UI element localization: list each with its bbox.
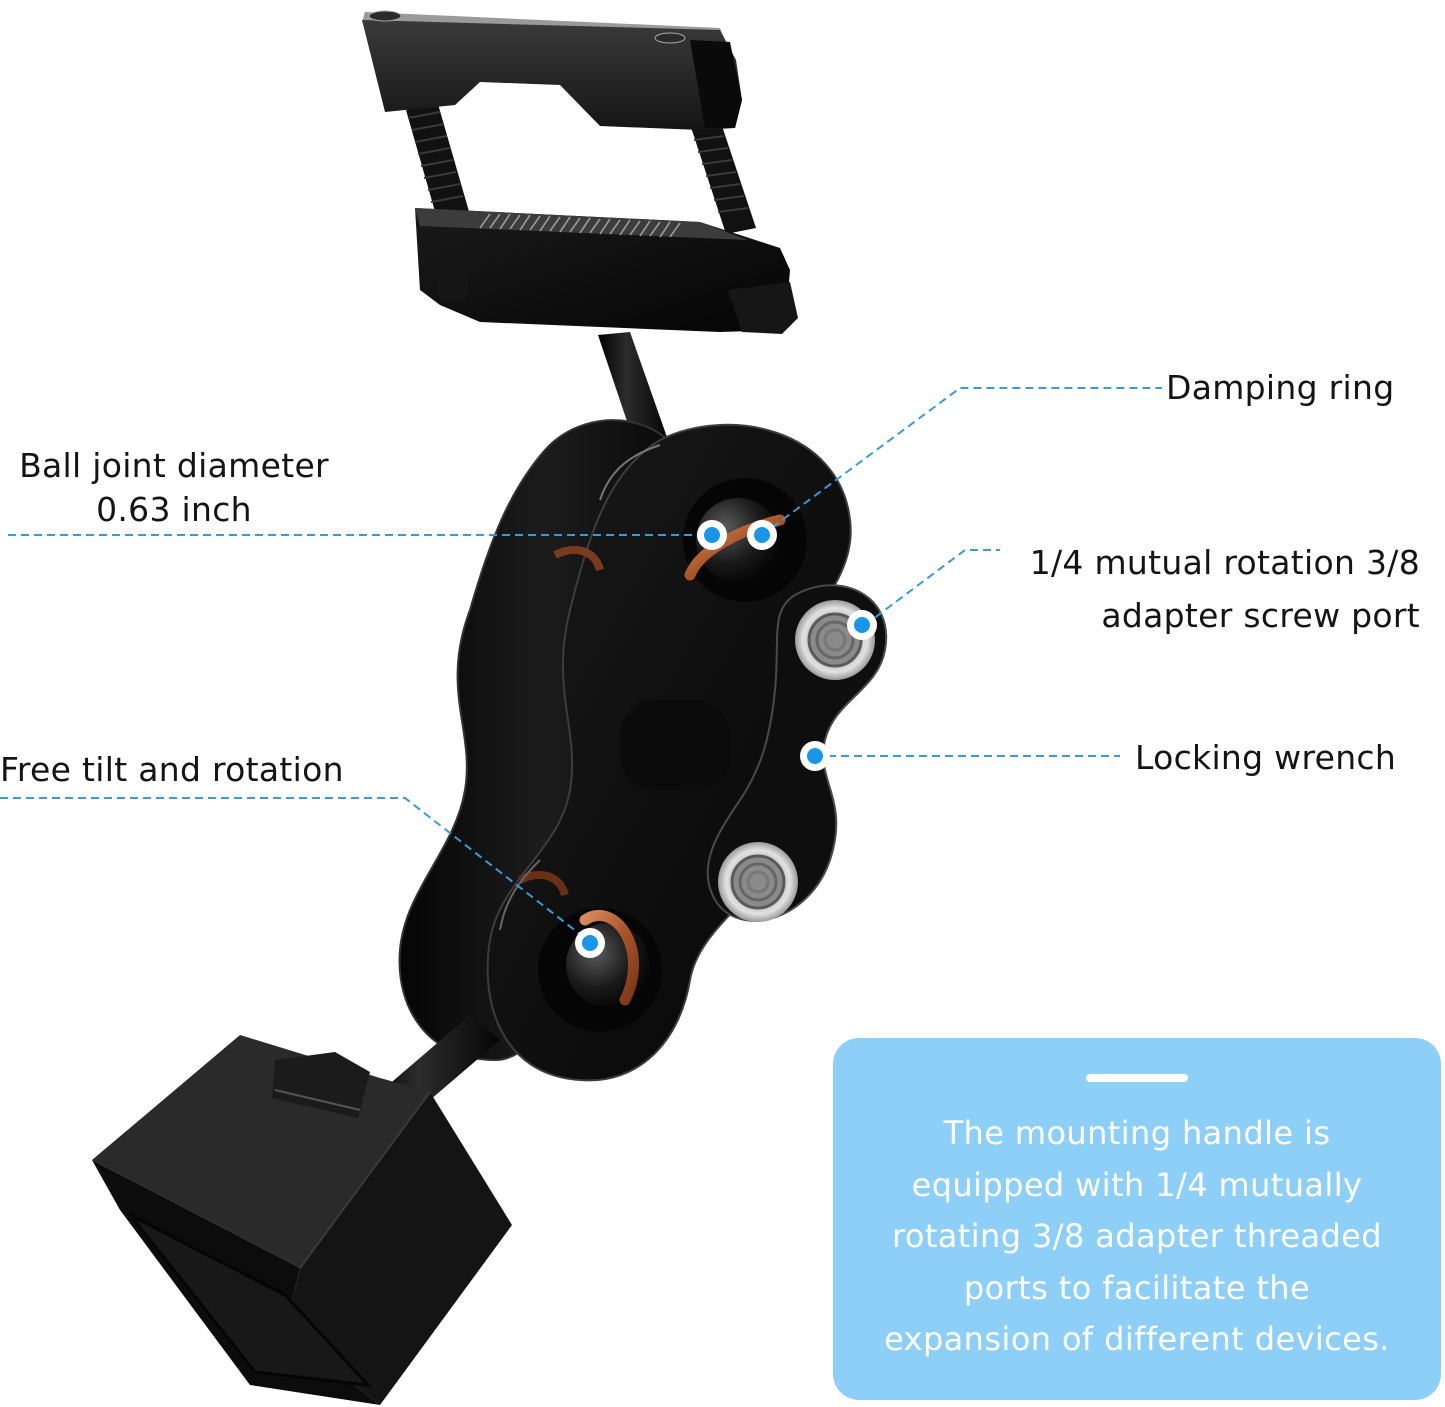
callout-locking-wrench: Locking wrench bbox=[1135, 738, 1397, 777]
info-box-divider bbox=[1086, 1074, 1188, 1082]
marker-free-tilt bbox=[575, 928, 605, 958]
ball-joint-arm bbox=[398, 419, 888, 1082]
leader-lines bbox=[0, 387, 1162, 943]
clamp-top-bar bbox=[362, 10, 742, 130]
marker-screw-port bbox=[847, 610, 877, 640]
marker-ball-joint bbox=[697, 520, 727, 550]
callout-ball-joint-line1: Ball joint diameter bbox=[19, 446, 329, 485]
callout-markers bbox=[575, 520, 877, 958]
callout-damping-ring: Damping ring bbox=[1166, 368, 1395, 407]
info-line: rotating 3/8 adapter threaded bbox=[892, 1217, 1382, 1255]
leader-free-tilt bbox=[0, 797, 591, 943]
info-line: ports to facilitate the bbox=[963, 1268, 1311, 1307]
cold-shoe-mount bbox=[92, 1015, 512, 1405]
info-line: equipped with 1/4 mutually bbox=[911, 1165, 1363, 1204]
clamp-screw-left bbox=[406, 104, 470, 222]
leader-screw-port bbox=[864, 549, 1000, 626]
leader-damping-ring bbox=[761, 387, 1162, 536]
info-line: The mounting handle is bbox=[943, 1114, 1331, 1152]
clamp-screw-right bbox=[688, 114, 756, 234]
callout-ball-joint: Ball joint diameter 0.63 inch bbox=[0, 444, 348, 531]
callout-ball-joint-line2: 0.63 inch bbox=[96, 489, 252, 529]
callout-screw-port-line2: adapter screw port bbox=[1101, 596, 1420, 635]
callout-screw-port-line1: 1/4 mutual rotation 3/8 bbox=[1029, 543, 1420, 582]
info-box-text: The mounting handle is equipped with 1/4… bbox=[833, 1108, 1441, 1366]
marker-damping-ring bbox=[747, 520, 777, 550]
clamp-assembly bbox=[362, 10, 798, 448]
clamp-bottom-jaw bbox=[415, 208, 798, 334]
info-line: expansion of different devices. bbox=[884, 1320, 1390, 1358]
threaded-port-plate bbox=[706, 584, 888, 922]
callout-screw-port: 1/4 mutual rotation 3/8 adapter screw po… bbox=[990, 536, 1420, 642]
marker-locking-wrench bbox=[800, 741, 830, 771]
info-box: The mounting handle is equipped with 1/4… bbox=[833, 1038, 1441, 1400]
callout-free-tilt: Free tilt and rotation bbox=[0, 750, 344, 789]
